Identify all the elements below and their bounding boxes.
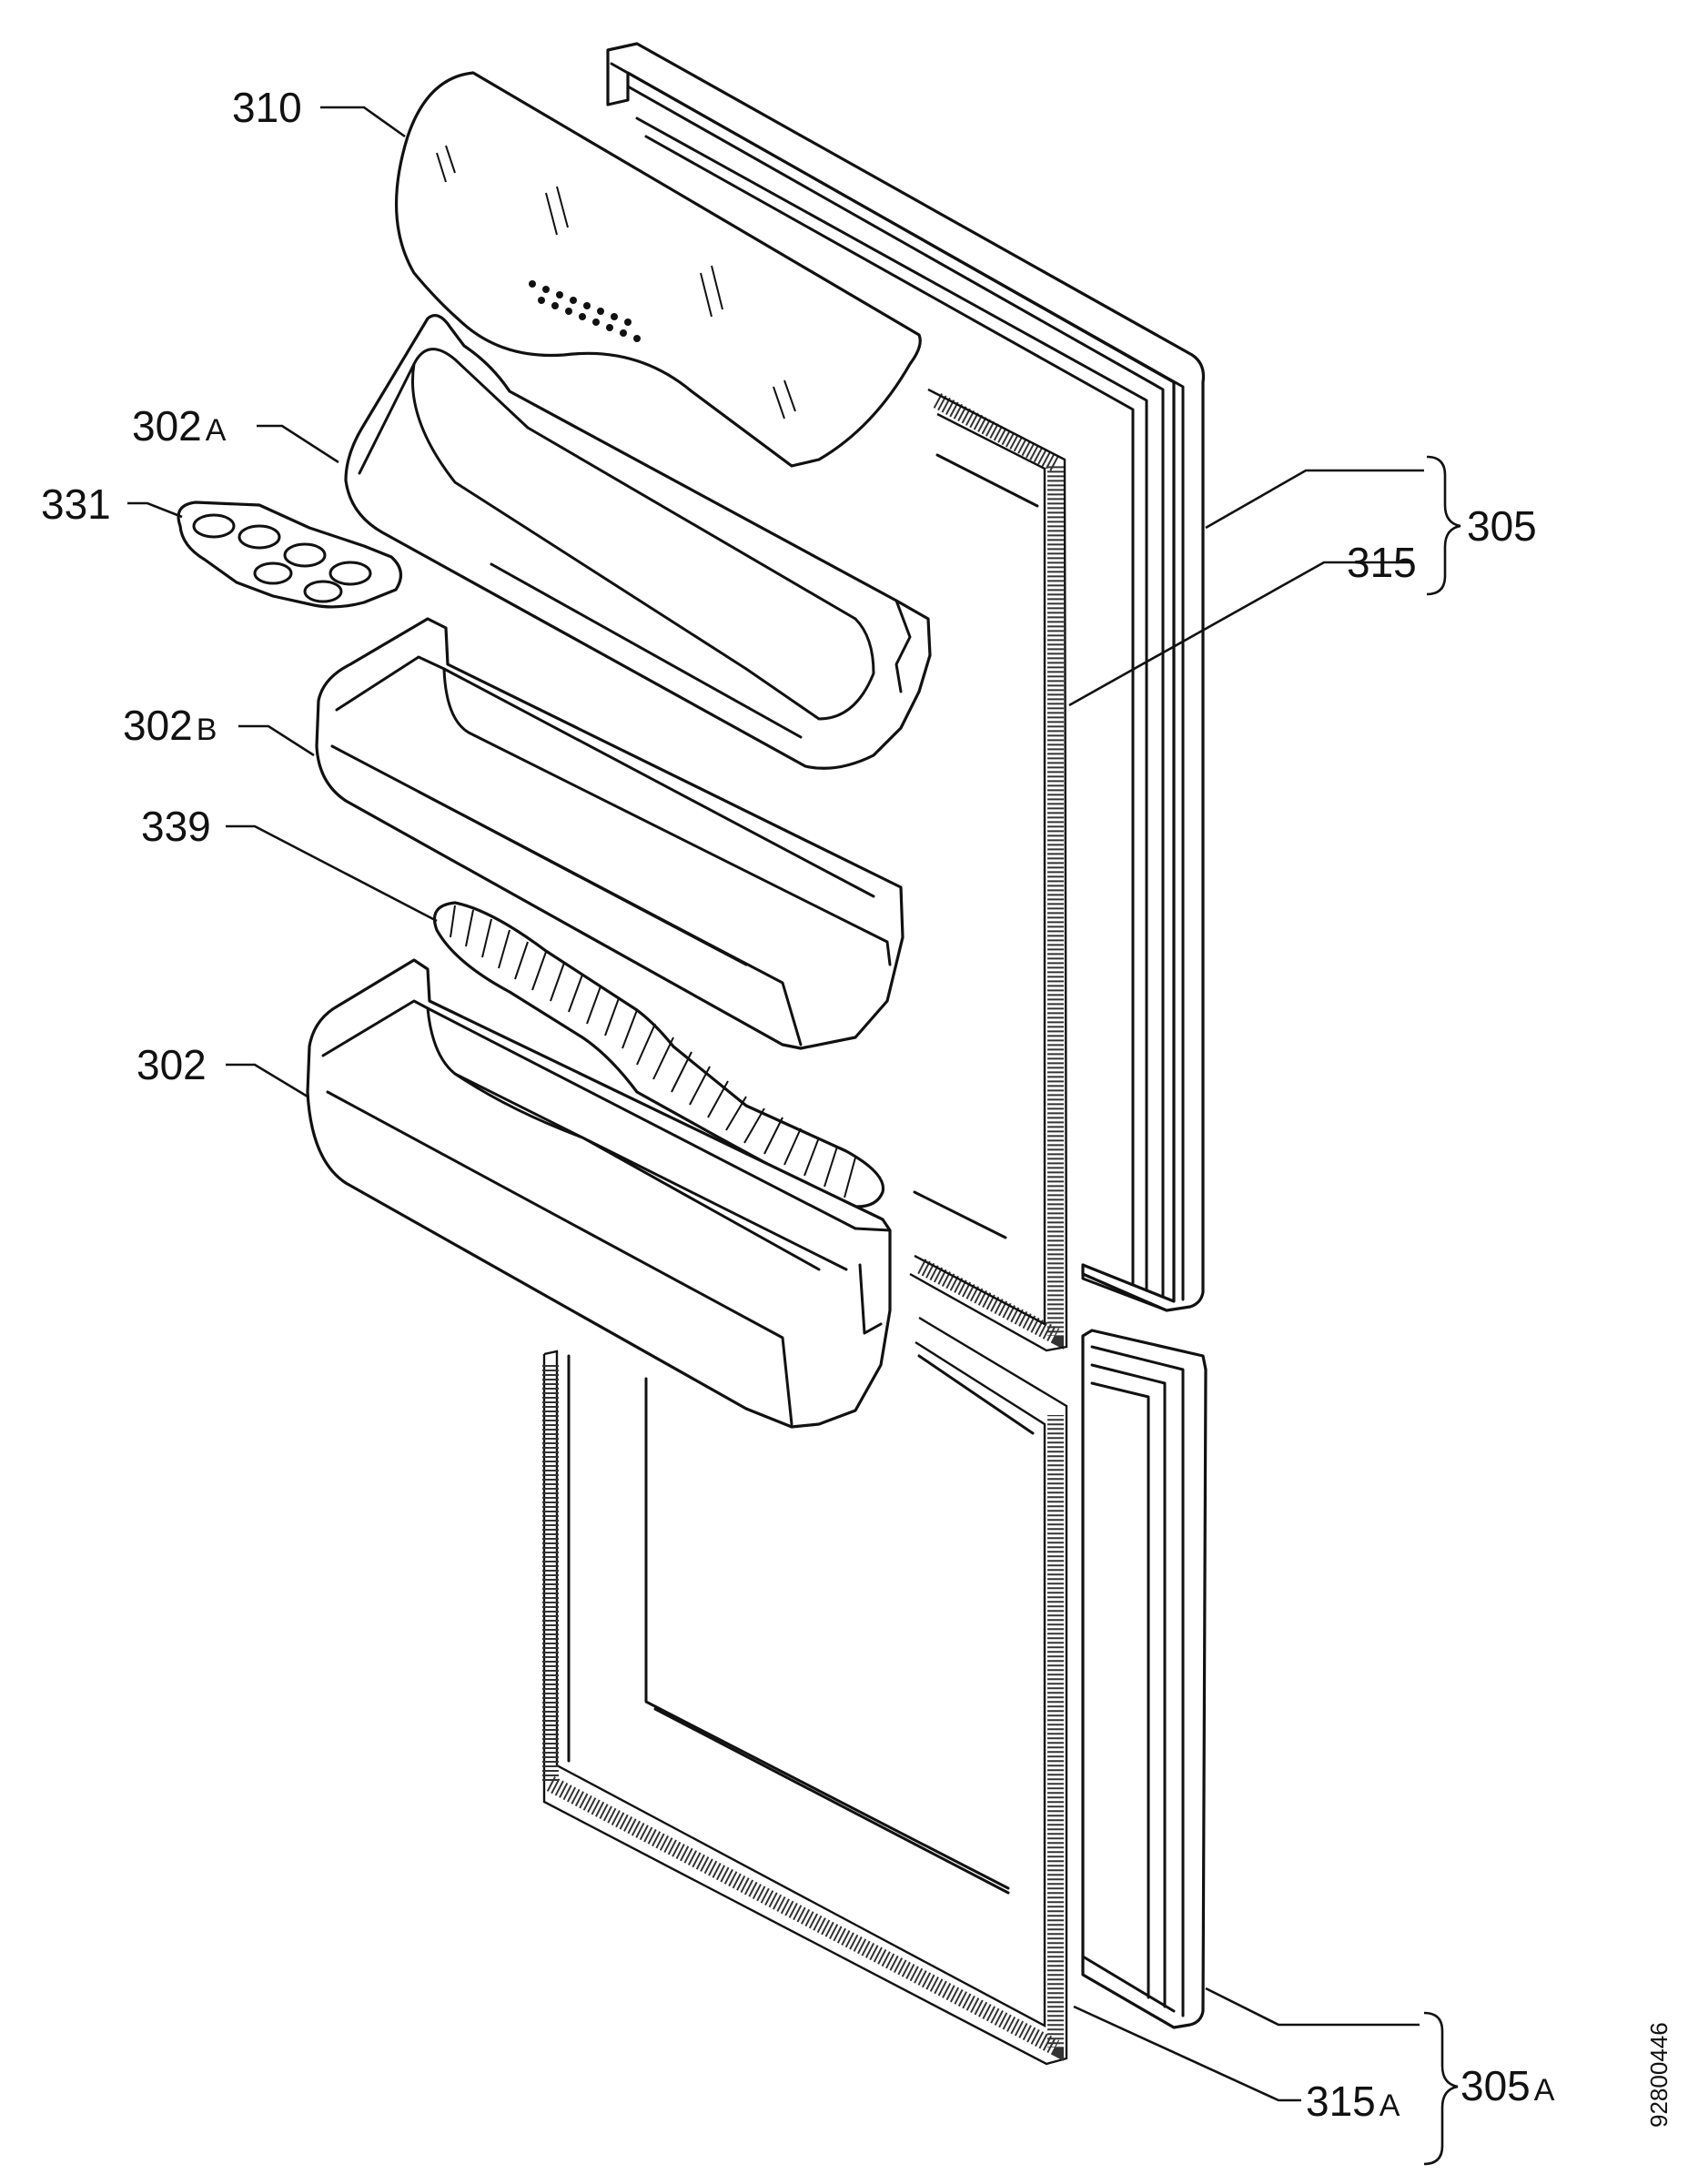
label-302: 302 [136, 1041, 207, 1088]
label-305: 305 [1467, 502, 1537, 550]
label-315a-suffix: A [1380, 2088, 1400, 2123]
door-shelf-302 [306, 958, 892, 1429]
label-315: 315 [1347, 539, 1417, 586]
label-302b-number: 302 [123, 702, 193, 749]
label-302a-number: 302 [132, 402, 202, 450]
lower-door-gasket [542, 1316, 1068, 2066]
lower-door-panel [1081, 1329, 1208, 2029]
upper-door-panel [606, 42, 1206, 1312]
egg-tray-331 [177, 500, 402, 609]
label-305a-number: 305 [1460, 2062, 1531, 2109]
brace-305 [1426, 455, 1461, 596]
door-shelf-302a [344, 314, 932, 770]
bottle-separator-339 [432, 901, 885, 1208]
brace-305a [1423, 2011, 1459, 2166]
label-339: 339 [141, 803, 211, 850]
vent-holes [529, 280, 641, 342]
label-310: 310 [232, 84, 302, 131]
label-331: 331 [41, 480, 111, 528]
door-shelf-302b [315, 617, 905, 1050]
leader-lines [127, 106, 1424, 2102]
drawing-number: 92800446 [1645, 2022, 1673, 2128]
label-302a-suffix: A [206, 413, 227, 448]
upper-door-gasket [909, 388, 1068, 1352]
shelf-cover-310 [394, 71, 922, 468]
label-302b-suffix: B [197, 713, 217, 747]
label-315a-number: 315 [1306, 2078, 1376, 2125]
label-305a-suffix: A [1534, 2073, 1555, 2108]
